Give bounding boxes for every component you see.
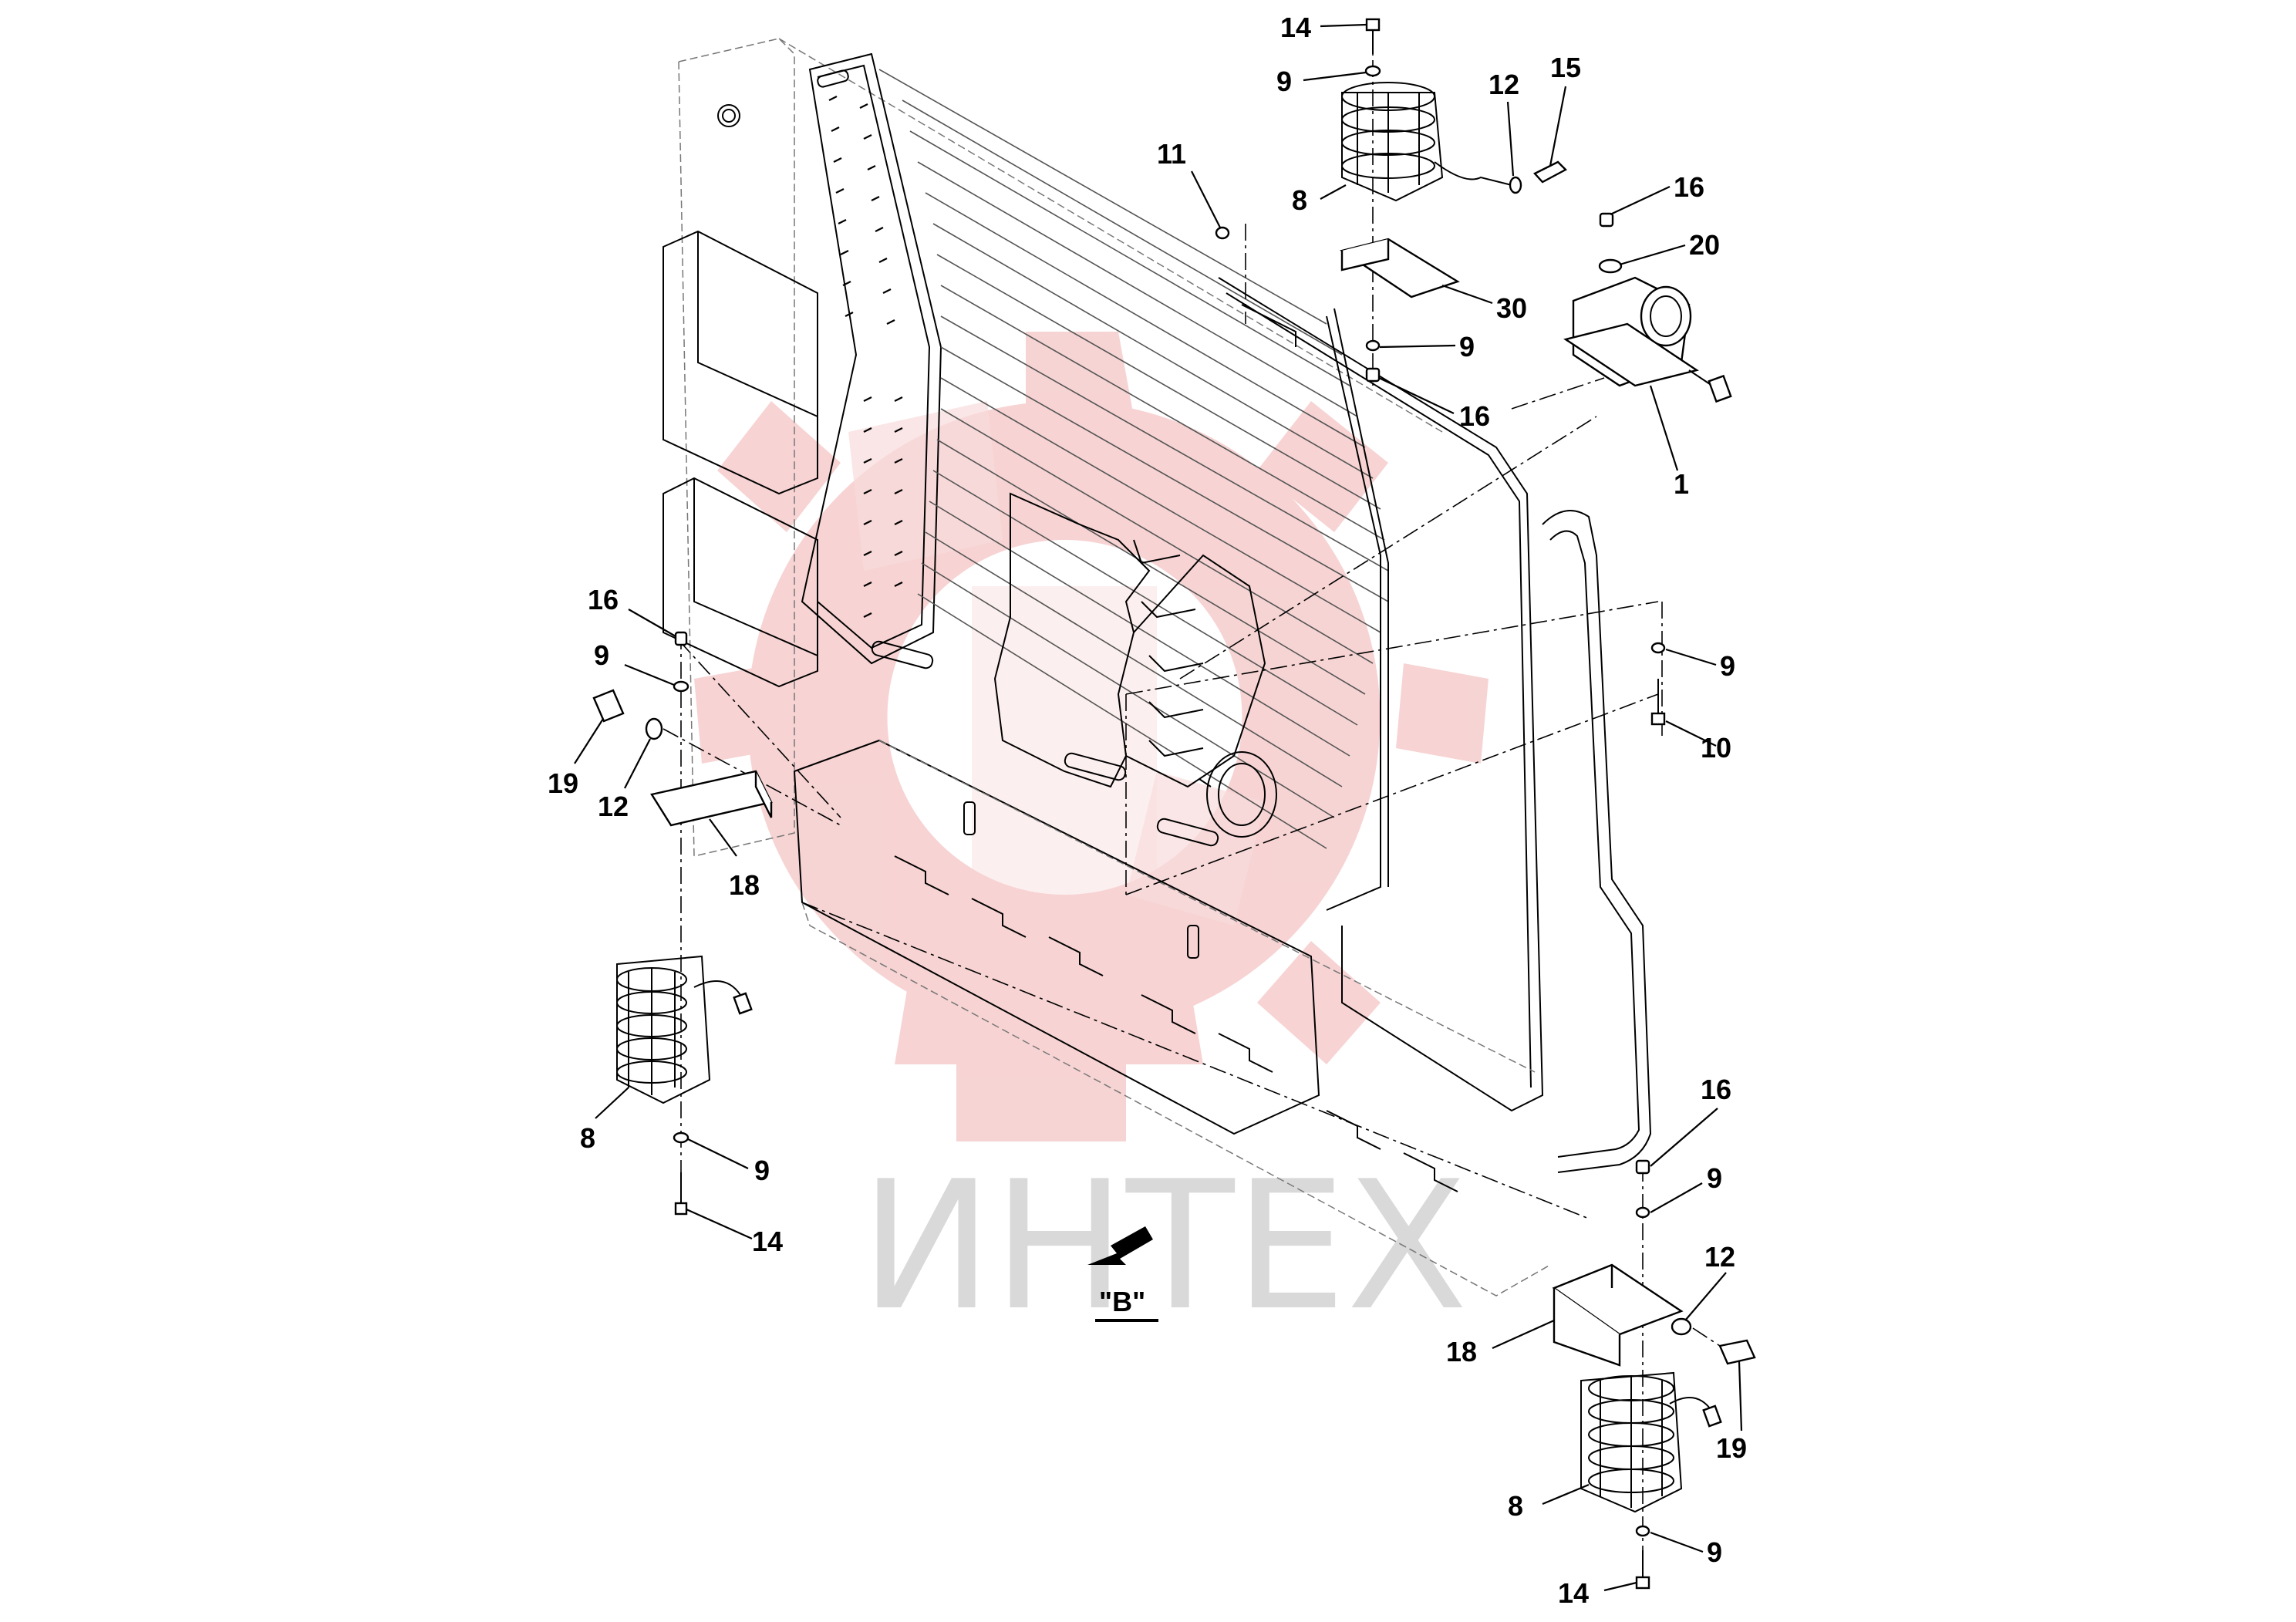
callout-9-low: 9 [754, 1155, 770, 1186]
callout-9-bottom: 9 [1707, 1536, 1722, 1568]
right-bolt-group [1650, 642, 1666, 726]
callout-14-br: 14 [1558, 1577, 1589, 1609]
callout-16-left: 16 [588, 584, 619, 615]
lamp-assembly-top [1215, 18, 1567, 386]
callout-30: 30 [1496, 292, 1527, 324]
callout-8-br: 8 [1508, 1490, 1523, 1522]
callout-9-right: 9 [1720, 650, 1735, 682]
tray-tabs [894, 855, 1458, 1192]
callout-10: 10 [1701, 732, 1731, 764]
callout-8-left: 8 [580, 1122, 595, 1154]
leader-lines [574, 23, 1743, 1592]
callout-14-top: 14 [1280, 12, 1311, 43]
svg-text:"B": "B" [1099, 1286, 1145, 1317]
callout-18-left: 18 [729, 869, 760, 901]
lamp-assembly-left [592, 631, 841, 1216]
callout-14-left: 14 [752, 1226, 783, 1257]
callout-12-br: 12 [1704, 1241, 1735, 1273]
callout-12-top: 12 [1489, 69, 1519, 100]
radiator-fins [878, 69, 1389, 849]
callout-9-top: 9 [1276, 66, 1292, 97]
callout-20: 20 [1689, 229, 1720, 261]
callout-1: 1 [1674, 468, 1689, 500]
main-frame [663, 38, 1652, 1297]
watermark-logo [694, 332, 1489, 1141]
guide-lines [678, 601, 1663, 1219]
lamp-assembly-bottom-right [1552, 1159, 1756, 1590]
callout-19-left: 19 [548, 767, 578, 799]
perforation-slots [828, 96, 903, 618]
callout-16-mid: 16 [1459, 400, 1490, 432]
callout-19-br: 19 [1716, 1432, 1747, 1464]
callouts: 14 9 12 15 11 8 16 20 30 9 16 1 16 9 19 … [548, 12, 1747, 1609]
callout-16-top: 16 [1674, 171, 1704, 203]
callout-12-left: 12 [598, 791, 629, 822]
callout-18-br: 18 [1446, 1336, 1477, 1367]
callout-9-mid: 9 [1459, 331, 1475, 363]
callout-11: 11 [1157, 138, 1186, 170]
watermark-text: ИНТЕХ [860, 1144, 1468, 1350]
view-b-marker: "B" [1087, 1226, 1158, 1322]
callout-16-br: 16 [1701, 1074, 1731, 1105]
callout-8-top: 8 [1292, 184, 1307, 216]
callout-9-left: 9 [594, 639, 609, 671]
callout-9-br: 9 [1707, 1162, 1722, 1194]
callout-15: 15 [1550, 52, 1581, 83]
sensor-assembly [1179, 212, 1732, 679]
